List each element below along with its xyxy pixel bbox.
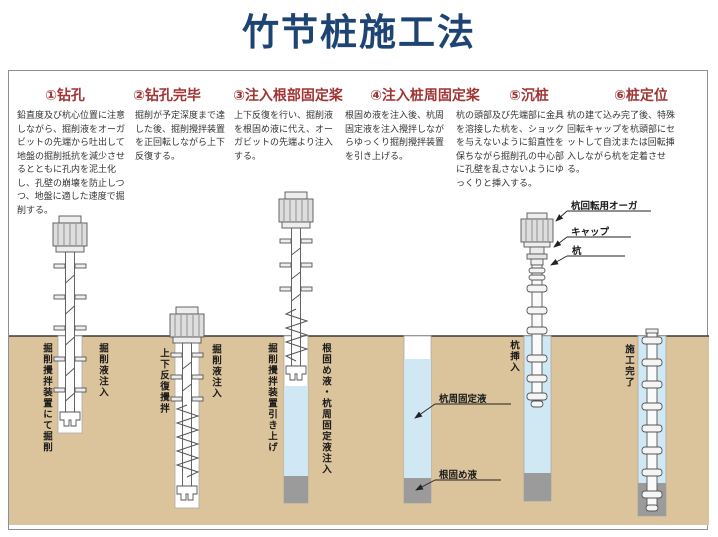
pile-rotation-auger-label: 杭回転用オーガ	[571, 201, 638, 212]
step1-description: 鉛直度及び杭心位置に注意しながら、掘削液をオーガビットの先端から吐出して地盤の掘…	[17, 110, 126, 215]
step3-header: ③注入根部固定桨	[233, 87, 343, 103]
auger-machine-step3	[278, 191, 314, 381]
step5-header: ⑤沉桩	[509, 87, 549, 103]
pile-surround-liquid-label: 杭周固定液	[439, 394, 487, 405]
step6-description: 杭の建て込み完了後、特殊回転キャップを杭頭部にセットして自沈または回転挿入しなが…	[567, 110, 676, 174]
leader-lines-step4	[414, 403, 511, 491]
step2-description: 掘削が予定深度まで達した後、掘削攪拌装置を正回転しながら上下反復する。	[135, 110, 226, 161]
borehole-step4	[403, 335, 432, 504]
cap-label: キャップ	[571, 227, 610, 238]
step5-description: 杭の頭部及び先端部に金具を溶接した杭を、ショックを与えないように鉛直性を保ちなが…	[456, 110, 565, 188]
step2-right-label: 掘削液注入	[210, 344, 221, 399]
step6-header: ⑥桩定位	[614, 87, 668, 103]
step4-description: 根固め液を注入後、杭周固定液を注入攪拌しながらゆっくり掘削攪拌装置を引き上げる。	[345, 110, 445, 161]
pile-label: 杭	[572, 246, 582, 257]
root-fix-liquid-label: 根固め液	[439, 470, 478, 481]
pile-with-rotation-auger-step5	[520, 212, 554, 408]
step3-description: 上下反復を行い、掘削液を根固め液に代え、オーガビットの先端より注入する。	[234, 110, 334, 161]
construction-diagram	[9, 191, 709, 525]
step3-right-label: 根固め液・杭周固定液注入	[320, 343, 331, 475]
step6-left-label: 施工完了	[623, 344, 634, 388]
step1-left-label: 掘削攪拌装置にて掘削	[41, 343, 52, 453]
diagram-frame: ①钻孔 ②钻孔完毕 ③注入根部固定桨 ④注入桩周固定桨 ⑤沉桩 ⑥桩定位 鉛直度…	[8, 70, 709, 530]
ground-soil	[9, 335, 709, 525]
step3-left-label: 掘削攪拌装置引き上げ	[266, 343, 277, 453]
step1-right-label: 掘削液注入	[97, 343, 108, 398]
step4-header: ④注入桩周固定桨	[370, 87, 480, 103]
step2-header: ②钻孔完毕	[133, 87, 201, 103]
step2-left-label: 上下反復攪拌	[158, 348, 169, 414]
leader-lines-step5	[550, 210, 651, 266]
auger-machine-step2	[169, 306, 205, 501]
step5-left-label: 杭挿入	[508, 340, 519, 373]
auger-machine-step1	[52, 215, 88, 427]
completed-pile-step6	[641, 328, 663, 512]
step1-header: ①钻孔	[45, 87, 85, 103]
page-title: 竹节桩施工法	[242, 12, 476, 53]
